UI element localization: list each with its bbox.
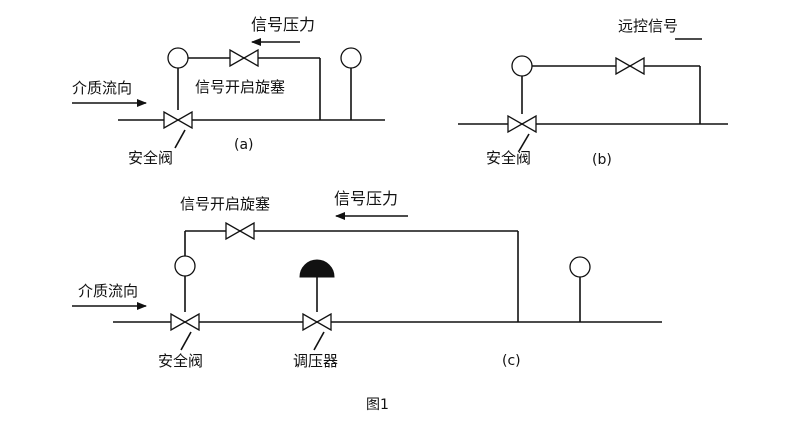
signal-pressure-label: 信号压力 <box>251 15 315 34</box>
diagram-a: 信号压力 信号开启旋塞 介质流向 安全阀 (a) <box>72 15 385 167</box>
safety-valve-label: 安全阀 <box>486 149 531 167</box>
plug-valve-icon <box>225 221 255 241</box>
regulator-valve-icon <box>302 312 332 332</box>
caption-b: (b) <box>592 152 612 168</box>
medium-flow-label: 介质流向 <box>78 282 138 300</box>
remote-signal-label: 远控信号 <box>618 17 678 35</box>
diagram-c: 信号开启旋塞 信号压力 介质流向 安全阀 调压器 (c) <box>72 189 662 370</box>
pressure-gauge-icon <box>340 47 362 69</box>
pressure-gauge-icon <box>174 255 196 277</box>
medium-flow-label: 介质流向 <box>72 79 132 97</box>
signal-plug-valve-label: 信号开启旋塞 <box>195 78 285 96</box>
figure-caption: 图1 <box>366 397 389 413</box>
safety-valve-label: 安全阀 <box>158 352 203 370</box>
remote-control-valve-icon <box>615 56 645 76</box>
signal-plug-valve-label: 信号开启旋塞 <box>180 195 270 213</box>
diagram-b: 远控信号 安全阀 (b) <box>458 17 728 168</box>
pressure-gauge-icon <box>167 47 189 69</box>
valve-tail <box>518 133 530 152</box>
regulator-label: 调压器 <box>293 352 338 370</box>
safety-valve-tail <box>180 331 192 351</box>
safety-valve-icon <box>163 110 193 130</box>
signal-pressure-label: 信号压力 <box>334 189 398 208</box>
valve-tail <box>174 129 186 149</box>
pressure-gauge-icon <box>511 55 533 77</box>
safety-valve-icon <box>170 312 200 332</box>
plug-valve-icon <box>229 48 259 68</box>
safety-valve-icon <box>507 114 537 134</box>
pressure-gauge-icon <box>569 256 591 278</box>
caption-c: (c) <box>502 353 521 369</box>
caption-a: (a) <box>234 137 254 153</box>
regulator-tail <box>313 331 325 351</box>
regulator-diaphragm-icon <box>299 259 335 278</box>
safety-valve-label: 安全阀 <box>128 149 173 167</box>
